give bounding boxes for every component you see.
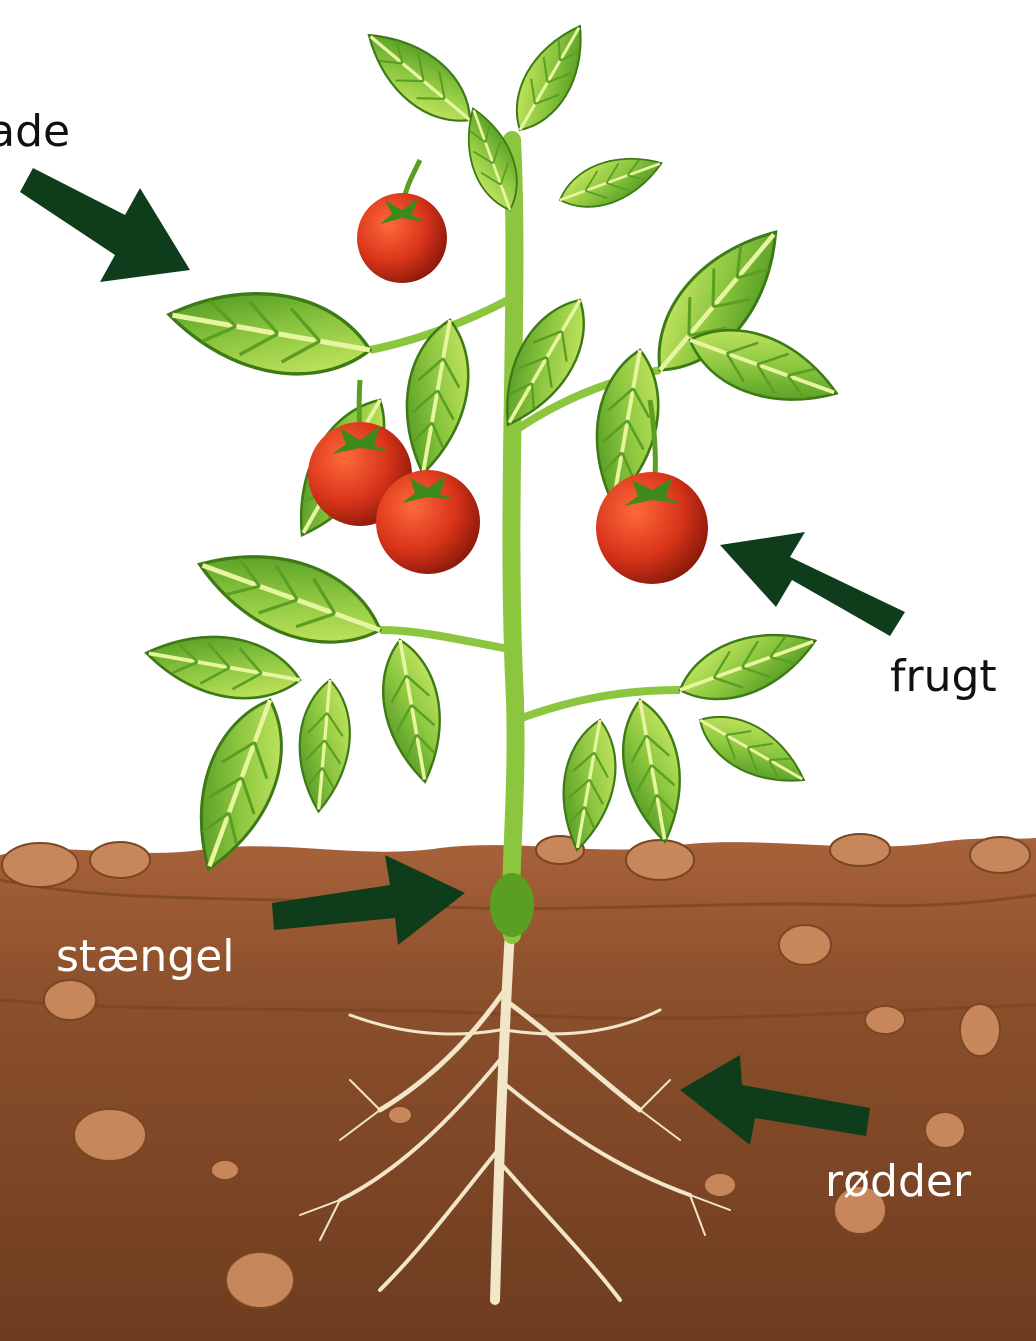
leaves <box>141 15 846 881</box>
leaf-arrow-icon <box>20 168 190 282</box>
fruit-arrow-icon <box>720 532 905 636</box>
label-leaf: blade <box>0 110 70 154</box>
label-stem: stængel <box>56 935 235 979</box>
label-roots: rødder <box>825 1160 971 1204</box>
label-fruit: frugt <box>890 655 997 699</box>
